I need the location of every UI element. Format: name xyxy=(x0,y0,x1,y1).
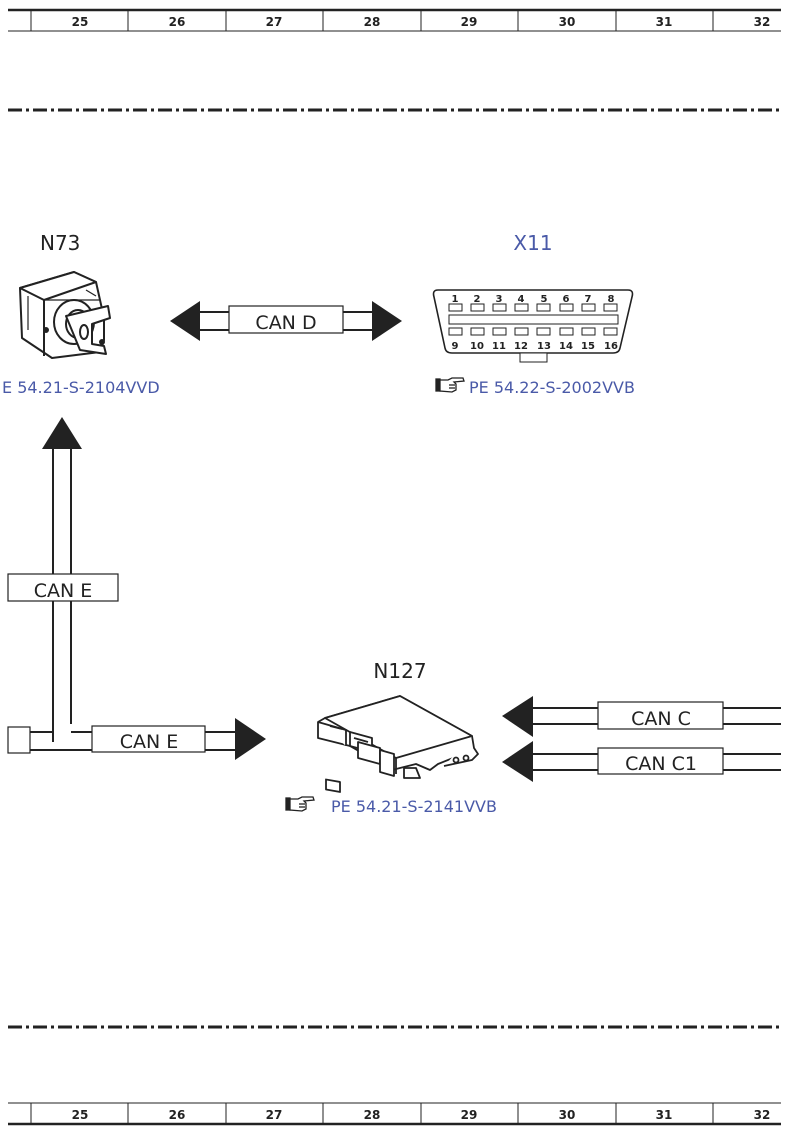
column-number: 27 xyxy=(266,15,283,29)
column-number: 32 xyxy=(754,15,771,29)
pin-number: 8 xyxy=(608,294,615,305)
pin-number: 5 xyxy=(541,294,548,305)
column-number: 31 xyxy=(656,15,673,29)
top-grid-strip: 25 26 27 28 29 30 31 32 xyxy=(8,8,781,32)
arrow-up-icon xyxy=(42,417,82,449)
n73-component[interactable]: N73 E 54.21-S-2104VVD xyxy=(2,231,160,397)
column-number: 28 xyxy=(364,15,381,29)
pin-number: 10 xyxy=(470,341,484,352)
column-number: 27 xyxy=(266,1108,283,1122)
column-number: 30 xyxy=(559,1108,576,1122)
n73-reference[interactable]: E 54.21-S-2104VVD xyxy=(2,378,160,397)
n127-component[interactable]: N127 PE 54.21-S-2141VVB xyxy=(285,659,497,816)
column-number: 25 xyxy=(72,1108,89,1122)
pin-number: 16 xyxy=(604,341,618,352)
column-number: 30 xyxy=(559,15,576,29)
column-number: 29 xyxy=(461,15,478,29)
can-d-label: CAN D xyxy=(255,312,316,334)
column-number: 32 xyxy=(754,1108,771,1122)
n127-label: N127 xyxy=(373,659,426,683)
column-number: 26 xyxy=(169,1108,186,1122)
column-number: 28 xyxy=(364,1108,381,1122)
can-c1-bus: CAN C1 xyxy=(502,741,781,782)
arrow-left-icon xyxy=(502,696,533,737)
can-c-bus: CAN C xyxy=(502,696,781,737)
pin-number: 2 xyxy=(474,294,481,305)
pin-number: 14 xyxy=(559,341,573,352)
column-number: 25 xyxy=(72,15,89,29)
x11-label: X11 xyxy=(513,231,552,255)
pin-number: 4 xyxy=(518,294,525,305)
column-number: 29 xyxy=(461,1108,478,1122)
can-d-bus: CAN D xyxy=(170,301,402,341)
bottom-grid-strip: 25 26 27 28 29 30 31 32 xyxy=(8,1102,781,1126)
can-e-vertical-label: CAN E xyxy=(34,580,93,602)
pin-number: 13 xyxy=(537,341,551,352)
column-number: 26 xyxy=(169,15,186,29)
can-e-horizontal-label: CAN E xyxy=(120,731,179,753)
pin-number: 6 xyxy=(563,294,570,305)
pointing-hand-icon xyxy=(285,796,315,812)
obd-connector-icon: 1 2 3 4 5 6 7 8 9 10 11 12 13 14 15 16 xyxy=(432,289,634,363)
arrow-right-icon xyxy=(372,301,402,341)
can-c1-label: CAN C1 xyxy=(625,753,697,775)
can-e-vertical-bus: CAN E xyxy=(7,417,119,742)
x11-reference[interactable]: PE 54.22-S-2002VVB xyxy=(469,378,635,397)
x11-component[interactable]: X11 1 2 3 4 xyxy=(432,231,635,397)
pointing-hand-icon xyxy=(435,377,465,393)
arrow-left-icon xyxy=(502,741,533,782)
pin-number: 12 xyxy=(514,341,528,352)
column-number: 31 xyxy=(656,1108,673,1122)
control-unit-icon xyxy=(317,695,479,793)
can-c-label: CAN C xyxy=(631,708,691,730)
pin-number: 7 xyxy=(585,294,592,305)
ignition-switch-icon xyxy=(19,271,111,359)
pin-number: 1 xyxy=(452,294,459,305)
pin-number: 11 xyxy=(492,341,506,352)
pin-number: 9 xyxy=(452,341,459,352)
can-e-horizontal-bus: CAN E xyxy=(7,718,266,760)
n127-reference[interactable]: PE 54.21-S-2141VVB xyxy=(331,797,497,816)
pin-number: 15 xyxy=(581,341,595,352)
pin-number: 3 xyxy=(496,294,503,305)
n73-label: N73 xyxy=(40,231,80,255)
arrow-left-icon xyxy=(170,301,200,341)
arrow-right-icon xyxy=(235,718,266,760)
